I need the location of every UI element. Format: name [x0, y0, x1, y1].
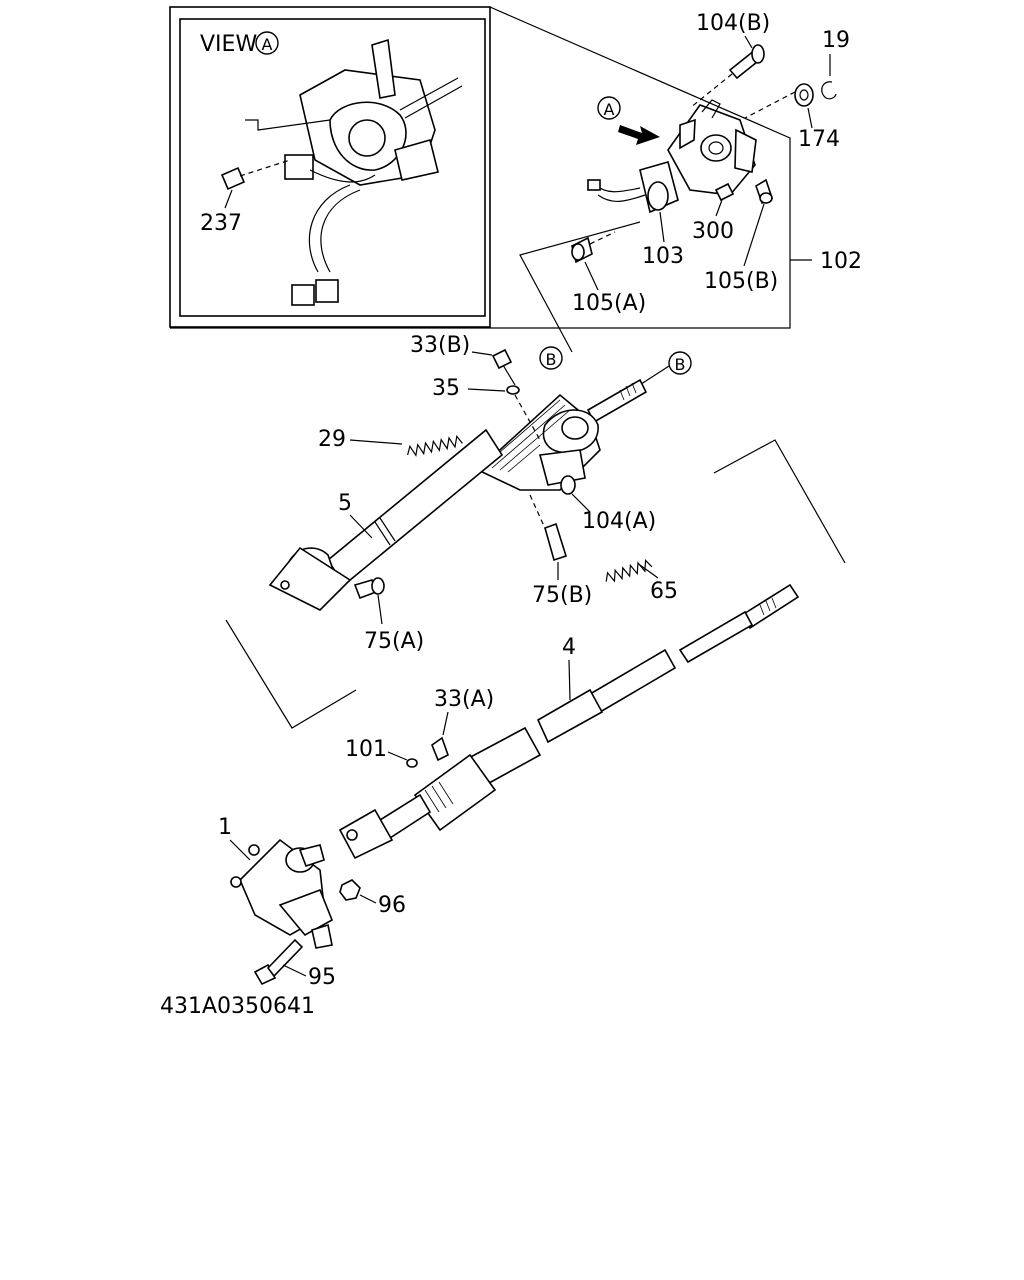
screw-105b [755, 178, 773, 205]
ignition-switch-view-a-drawing [245, 38, 463, 306]
boundary-left [225, 619, 357, 729]
view-a-callout-circle [597, 96, 621, 120]
label-105a: 105(A) [572, 291, 646, 316]
label-174: 174 [798, 127, 840, 152]
steering-lock-body [587, 99, 757, 214]
washer-35 [506, 385, 520, 395]
connector-to-b [519, 221, 641, 353]
steering-column-upper: B B 33(B) 35 29 [225, 333, 846, 729]
label-105b: 105(B) [704, 269, 778, 294]
label-33a: 33(A) [434, 687, 494, 712]
inset-title: VIEW [200, 32, 257, 57]
boundary-right [713, 439, 846, 564]
label-237: 237 [200, 211, 242, 236]
label-1: 1 [218, 815, 232, 840]
screw-237 [220, 159, 291, 209]
column-tube-5 [268, 428, 504, 611]
bolt-104b [689, 44, 765, 109]
callout-b-2-letter: B [675, 355, 686, 374]
label-75a: 75(A) [364, 629, 424, 654]
label-5: 5 [338, 491, 352, 516]
label-19: 19 [822, 28, 850, 53]
label-104b: 104(B) [696, 11, 770, 36]
label-103: 103 [642, 244, 684, 269]
label-33b: 33(B) [410, 333, 470, 358]
label-102: 102 [820, 249, 862, 274]
callout-b-2-circle [668, 351, 692, 375]
bolt-75a [353, 577, 385, 600]
inset-title-circled-letter: A [262, 35, 273, 54]
bolt-95 [253, 938, 304, 986]
clip-19 [821, 81, 837, 100]
label-75b: 75(B) [532, 583, 592, 608]
view-a-arrow-icon [618, 125, 660, 145]
nut-104a [560, 475, 576, 495]
tilt-bracket [476, 393, 601, 491]
label-35: 35 [432, 376, 460, 401]
label-29: 29 [318, 427, 346, 452]
washer-174 [794, 83, 814, 107]
label-96: 96 [378, 893, 406, 918]
label-104a: 104(A) [582, 509, 656, 534]
steering-gear-box-1 [230, 838, 334, 949]
screw-105a [571, 231, 616, 264]
view-a-inset: VIEW A 237 [169, 6, 791, 329]
label-300: 300 [692, 219, 734, 244]
inset-title-circle [255, 31, 279, 55]
upper-shaft-end [586, 378, 648, 424]
bolt-33b [491, 348, 516, 386]
label-4: 4 [562, 635, 576, 660]
intermediate-shaft-4 [338, 583, 800, 860]
label-65: 65 [650, 579, 678, 604]
spring-29 [407, 434, 463, 457]
callout-b-1-letter: B [546, 350, 557, 369]
cylinder-300 [714, 182, 735, 202]
washer-101 [406, 758, 418, 768]
nut-96 [339, 879, 361, 901]
inset-inner-frame [179, 18, 486, 317]
view-a-callout-letter: A [604, 100, 615, 119]
bolt-33a [431, 736, 449, 762]
label-101: 101 [345, 737, 387, 762]
callout-b-1-circle [539, 346, 563, 370]
bolt-75b [529, 494, 567, 562]
label-95: 95 [308, 965, 336, 990]
spring-65 [605, 559, 653, 583]
inset-outer-frame [169, 6, 491, 328]
lock-switch-assembly: 104(B) 19 174 A 300 [519, 11, 862, 353]
group-102-frame [170, 6, 791, 329]
drawing-number: 431A0350641 [160, 994, 315, 1019]
